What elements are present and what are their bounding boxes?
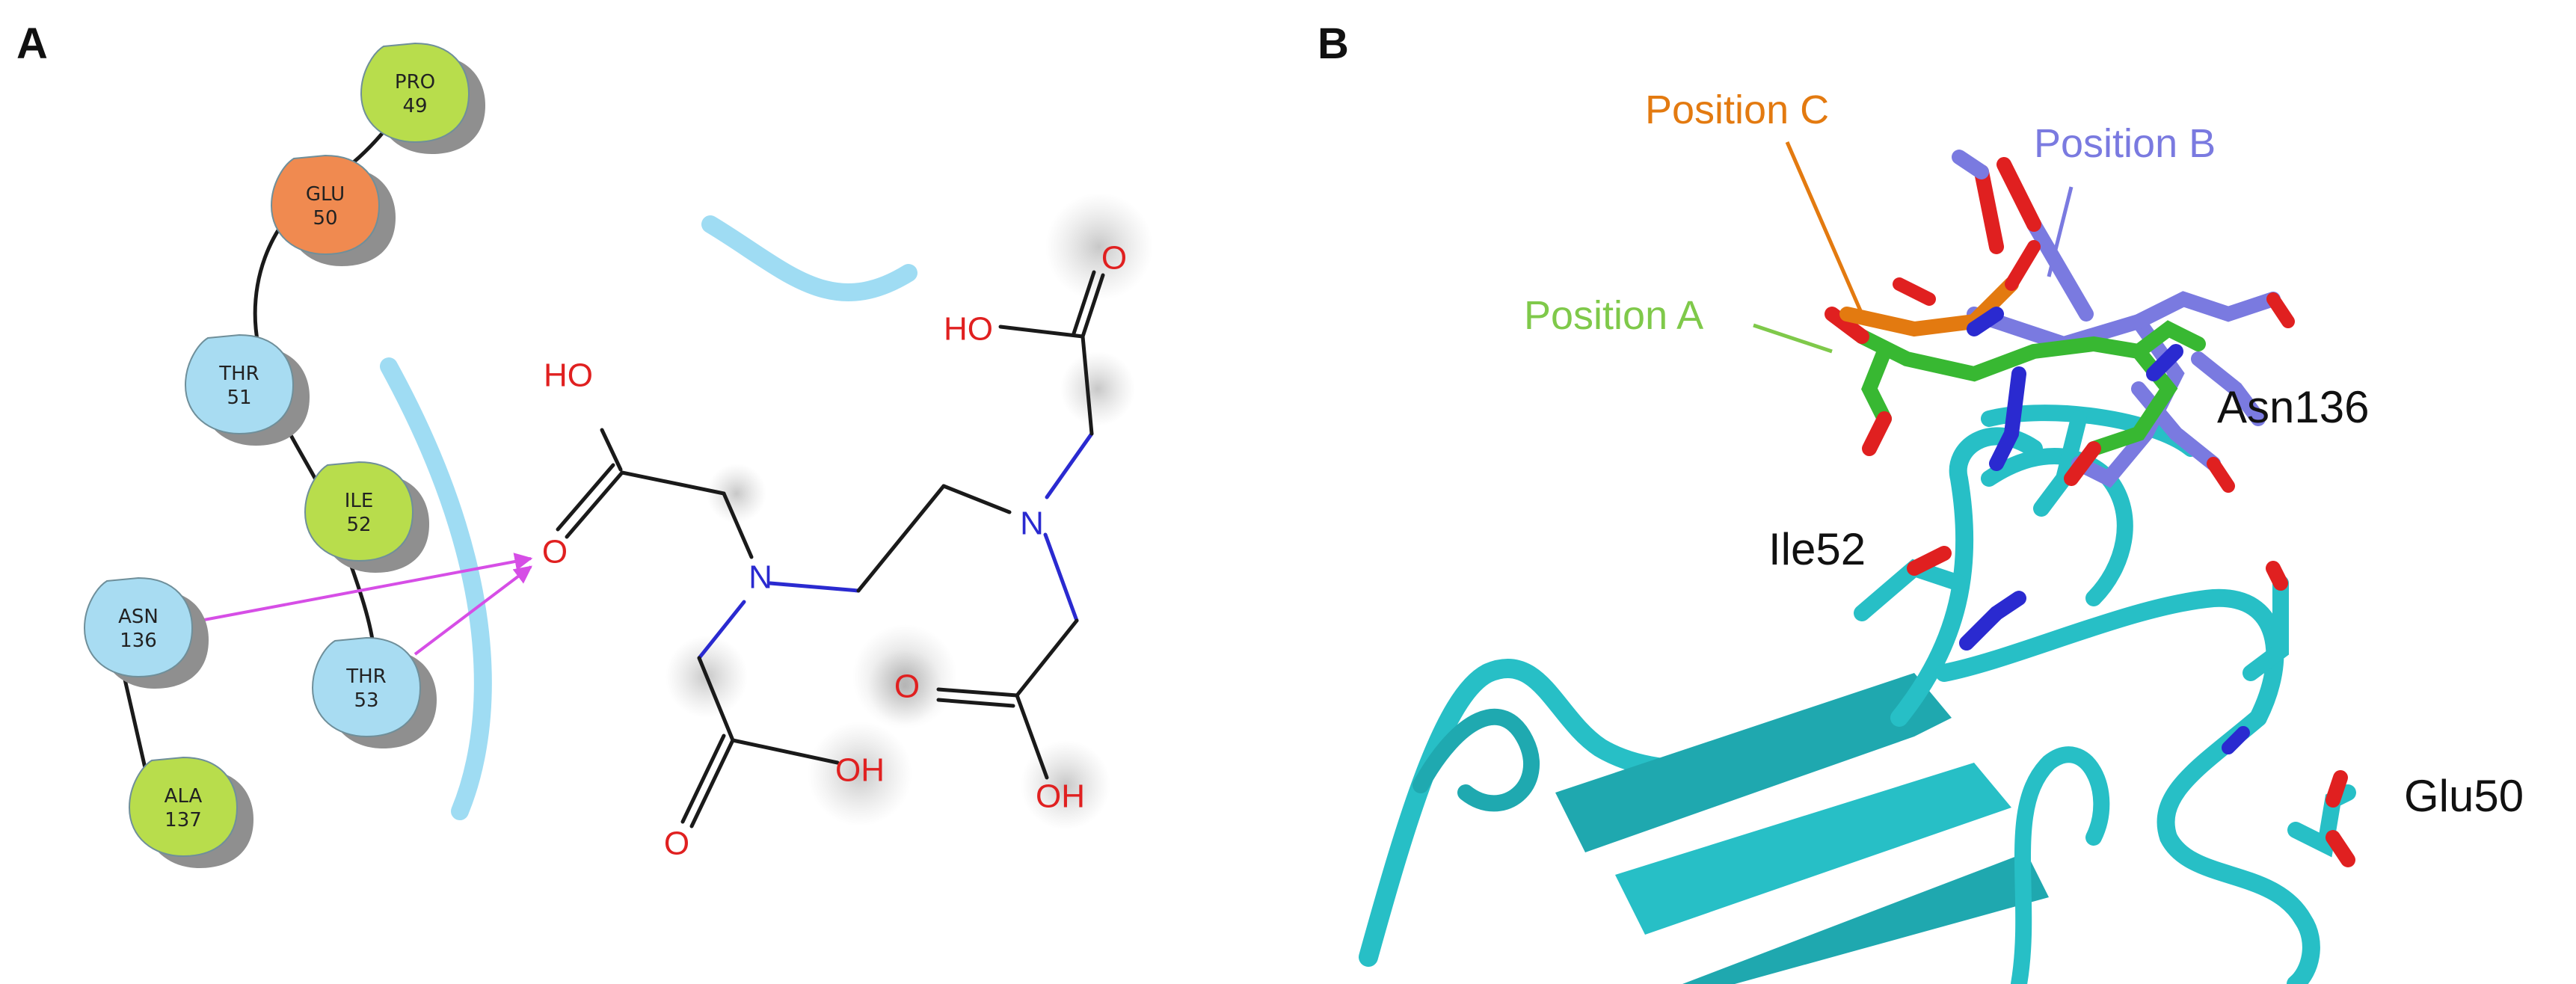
residue-name: ASN [118,606,159,628]
residue-number: 50 [313,207,337,230]
protein-ribbon [1359,405,2320,984]
residue-body [83,576,194,678]
atom-o-top: O [1101,240,1127,277]
position-a-label: Position A [1524,293,1703,338]
solvent-arc-top [701,215,917,301]
position-c-leader [1785,141,1864,315]
residue-label-glu50: Glu50 [2404,771,2524,821]
solvent-arc-left [380,357,492,820]
residue-number: 136 [120,630,157,652]
residue-name: THR [218,363,259,385]
hbond-thr53 [414,565,532,656]
atom-o-hbond: O [542,534,568,571]
ligand-sticks [1825,150,2295,493]
residue-label-ile52: Ile52 [1768,524,1866,574]
panel-a-letter: A [16,19,48,68]
residue-number: 53 [354,689,378,712]
residue-name: ALA [165,785,203,808]
atom-n-right: N [1020,505,1044,542]
residue-label-asn136: Asn136 [2217,382,2370,432]
residue-number: 137 [165,809,202,831]
atom-ho-top: HO [944,311,993,348]
position-b-leader [2047,186,2074,277]
hbond-asn136 [167,553,533,628]
side-chains [1854,366,2356,867]
position-c-label: Position C [1645,87,1829,132]
ligand-atoms: HO O N N HO O O OH OH O [542,240,1127,862]
residue-body [360,42,470,144]
panel-b: B [1318,19,2524,984]
residue-body [304,461,414,562]
position-a-leader [1753,323,1833,354]
residue-number: 49 [402,95,427,117]
panel-b-letter: B [1318,19,1349,68]
atom-o-right: O [894,668,920,705]
ligand-halos [665,193,1153,830]
residue-name: GLU [306,183,345,206]
ligand-bonds [556,270,1105,828]
atom-oh-right: OH [1036,778,1085,815]
residue-body [270,154,381,256]
atom-o-bottom: O [664,825,689,862]
residue-name: THR [345,665,387,688]
atom-oh-bottom: OH [835,752,885,789]
atom-ho-left: HO [544,357,593,394]
residue-body [311,636,422,738]
position-b-label: Position B [2034,121,2216,166]
residue-number: 52 [346,514,371,536]
residue-body [184,333,295,435]
residue-name: ILE [345,490,374,512]
residue-number: 51 [227,387,251,409]
atom-n-left: N [748,559,772,596]
residue-name: PRO [395,71,435,93]
residue-body [128,756,239,858]
